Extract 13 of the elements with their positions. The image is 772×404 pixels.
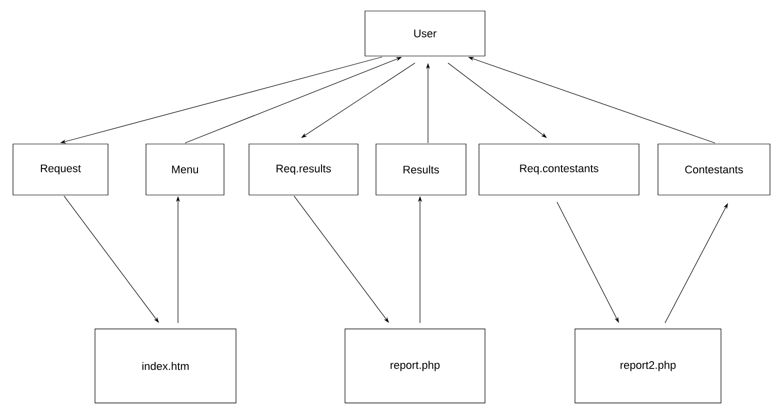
arrow xyxy=(448,62,547,138)
process-box: Results xyxy=(376,144,466,196)
process-box: report2.php xyxy=(574,328,722,404)
process-box: Menu xyxy=(146,144,224,196)
arrow xyxy=(64,196,159,323)
process-box: User xyxy=(364,10,486,56)
process-box: Req.results xyxy=(248,144,358,196)
process-box: Req.contestants xyxy=(478,144,640,196)
process-box: Request xyxy=(12,144,108,196)
process-box: report.php xyxy=(344,328,486,404)
process-box: Contestants xyxy=(658,144,770,196)
arrow xyxy=(294,196,389,323)
process-box: index.htm xyxy=(94,328,236,404)
